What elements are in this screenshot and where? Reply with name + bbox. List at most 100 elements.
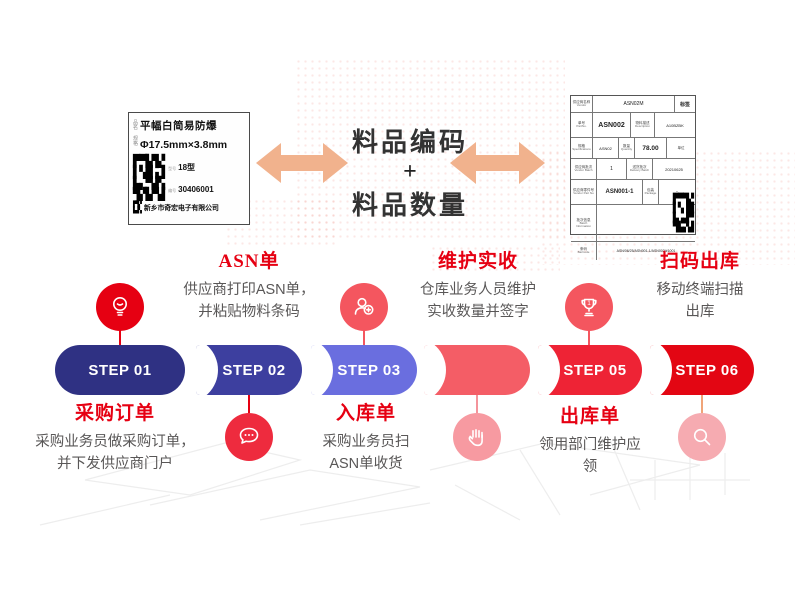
step-label: STEP 02 <box>222 361 286 379</box>
qr-code-icon: ▛▀▙▜▞ ▌▚█▗▐ ▙▖▀▟▚ ▜▞▙▀▟ <box>133 154 165 202</box>
step-label: STEP 06 <box>675 361 739 379</box>
chat-bubble-glyph <box>239 427 259 444</box>
label-name-tag: 品名 <box>133 119 139 131</box>
desc-line: ASN单收货 <box>329 455 403 472</box>
desc-value-cell: A10BZBK <box>655 113 695 137</box>
code-value: 30406001 <box>178 185 214 195</box>
connector-line <box>476 395 478 413</box>
magnifier-icon <box>678 413 726 461</box>
section-desc: 仓库业务人员维护 实收数量并签字 <box>388 280 568 324</box>
vpart-value: ASN001-1 <box>605 189 634 195</box>
model-row: 型号 18型 <box>168 162 214 173</box>
section-scan-outbound: 扫码出库 移动终端扫描 出库 <box>610 246 790 324</box>
desc-line: 供应商打印ASN单， <box>183 282 315 298</box>
step-04-pill <box>424 345 530 395</box>
section-desc: 采购业务员扫 ASN单收货 <box>281 432 451 476</box>
add-user-glyph <box>354 297 374 315</box>
connector-line <box>363 329 365 346</box>
desc-line: 实收数量并签字 <box>427 303 529 320</box>
section-desc: 供应商打印ASN单， 并粘贴物料条码 <box>159 280 339 324</box>
section-title: 入库单 <box>335 403 396 424</box>
hand-glyph <box>468 429 483 447</box>
material-name: 平幅白简易防爆 <box>140 120 217 132</box>
background-sketch <box>39 439 750 526</box>
model-value: 18型 <box>178 163 196 173</box>
trophy-badge: 1 <box>587 300 591 307</box>
section-title: ASN单 <box>218 251 280 272</box>
section-title: 采购订单 <box>74 403 155 424</box>
dbatch-value: 20210625 <box>665 166 683 172</box>
vendor-value: ASN02M <box>623 101 644 107</box>
section-outbound-order: 出库单 领用部门维护应 领 <box>505 401 675 479</box>
step-label: STEP 01 <box>88 361 152 379</box>
barcode-value-cell: ASN/06/25/ASN001-1/ASN002/#1001 <box>597 242 695 260</box>
magnifier-glyph <box>693 428 711 446</box>
maker-row: ▛▜▞ ▙▟▚ 新乡市奇宏电子有限公司 <box>133 201 245 214</box>
step-02-pill: STEP 02 <box>196 345 302 395</box>
pkg-value-cell: - <box>659 180 695 204</box>
qr-code-small-icon: ▛▜▞ ▙▟▚ <box>133 201 142 214</box>
desc-line: 并下发供应商门户 <box>57 455 173 472</box>
trophy-glyph: 1 <box>581 298 597 317</box>
desc-line: 领 <box>582 458 598 475</box>
corner-cell: 标签 <box>675 96 695 112</box>
barcode-value: ASN/06/25/ASN001-1/ASN002/#1001 <box>616 249 676 253</box>
desc-value: A10BZBK <box>666 122 684 128</box>
connector-line <box>588 329 590 346</box>
label-spec-tag: 规格 <box>133 136 139 147</box>
spec-value: ASN02 <box>599 145 612 151</box>
desc-line: 并粘贴物料条码 <box>198 303 300 320</box>
title-item-qty: 料品数量 <box>351 191 468 221</box>
double-arrow-shape <box>450 142 545 184</box>
section-desc: 采购业务员做采购订单， 并下发供应商门户 <box>25 432 205 476</box>
desc-line: 仓库业务人员维护 <box>420 282 536 298</box>
desc-line: 出库 <box>685 303 715 320</box>
dbatch-value-cell: 20210625 <box>653 159 695 179</box>
step-03-pill: STEP 03 <box>311 345 417 395</box>
step-label: STEP 03 <box>337 361 401 379</box>
dot-pattern <box>430 245 560 275</box>
section-maintain-receipt: 维护实收 仓库业务人员维护 实收数量并签字 <box>388 246 568 324</box>
center-title: 料品编码 + 料品数量 <box>340 122 480 222</box>
double-arrow-shape <box>256 143 348 183</box>
label-spec-row: 规格 Φ17.5mm×3.8mm <box>133 133 245 152</box>
qr-code-icon: ▛▀▜▞ ▌▚▐█ ▙▗▟▀ ▜▙▞▟ <box>672 194 694 233</box>
step-06-pill: STEP 06 <box>650 345 754 395</box>
corner-text: 标签 <box>679 101 690 108</box>
material-spec: Φ17.5mm×3.8mm <box>140 139 228 151</box>
desc-line: 采购业务员做采购订单， <box>35 434 195 450</box>
section-title: 维护实收 <box>437 251 518 272</box>
label-kv-column: 型号 18型 编号 30406001 <box>168 156 214 200</box>
qty-value-cell: 78.00 <box>635 138 667 158</box>
desc-line: 移动终端扫描 <box>656 282 744 298</box>
connector-line <box>248 395 250 413</box>
qty-value: 78.00 <box>642 144 659 152</box>
section-title: 出库单 <box>559 406 620 427</box>
unit-label: 单位 <box>677 145 685 150</box>
vpart-value-cell: ASN001-1 <box>597 180 643 204</box>
